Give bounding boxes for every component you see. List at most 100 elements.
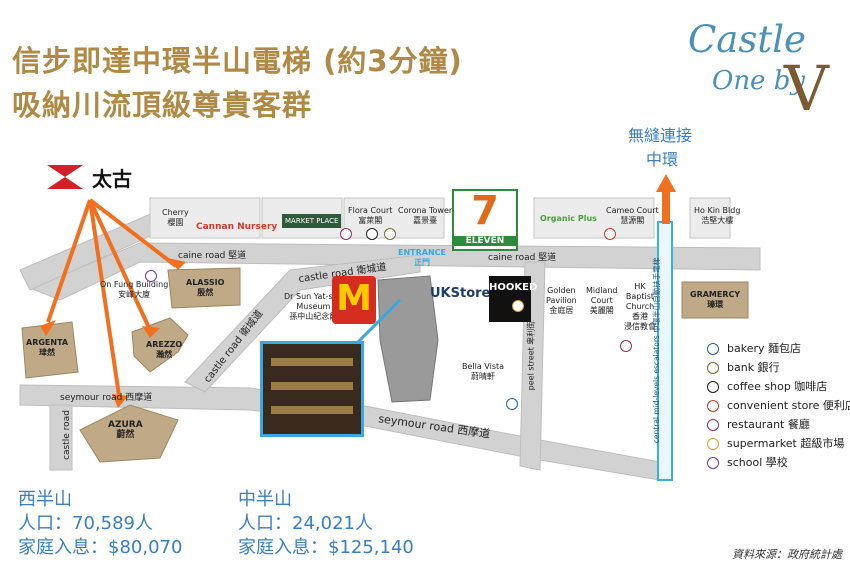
stats-west-title: 西半山 (18, 489, 72, 510)
building-midland-court: Midland Court 美麗閣 (586, 286, 618, 315)
stats-mid-income: 家庭入息：$125,140 (238, 537, 414, 558)
road-caine-right: caine road 堅道 (488, 253, 557, 263)
legend-coffee-label: coffee shop 咖啡店 (727, 380, 828, 393)
building-alassio (167, 267, 241, 309)
building-argenta-label: ARGENTA 珒然 (26, 338, 68, 358)
building-dr-sun: Dr Sun Yat-sen Museum 孫中山紀念館 (284, 292, 343, 321)
castle-road-left (49, 404, 73, 471)
swire-logo-icon (47, 165, 83, 189)
legend-coffee: coffee shop 咖啡店 (707, 378, 827, 396)
shop-flora-court: Flora Court 富萊閣 (348, 206, 393, 225)
seven-eleven-label: ELEVEN (454, 236, 516, 246)
legend-school-label: school 學校 (727, 456, 788, 469)
legend-bakery-label: bakery 麵包店 (727, 342, 801, 355)
school-legend-icon (707, 457, 719, 469)
stats-west-income: 家庭入息：$80,070 (18, 537, 183, 558)
restaurant-icon-2 (620, 340, 632, 352)
alassio-zh: 殷然 (197, 288, 214, 297)
school-icon (145, 270, 157, 282)
stats-mid-title: 中半山 (238, 489, 292, 510)
road-caine-left: caine road 堅道 (178, 251, 247, 261)
building-mall (377, 275, 439, 403)
brand-castle: Castle (688, 18, 806, 61)
shop-market-place: MARKET PLACE (282, 214, 342, 228)
gramercy-zh: 瑧環 (707, 300, 724, 309)
legend-convenient-label: convenient store 便利店 (727, 399, 850, 412)
argenta-zh: 珒然 (39, 348, 56, 357)
convenient-store-icon (604, 228, 616, 240)
alassio-en: ALASSIO (186, 278, 225, 287)
azura-zh: 蔚然 (116, 430, 135, 440)
legend-bakery: bakery 麵包店 (707, 340, 801, 358)
headline-line1: 信步即達中環半山電梯 (約3分鐘) (12, 44, 463, 78)
legend-bank: bank 銀行 (707, 359, 780, 377)
hooked-logo: HOOKED (489, 276, 537, 322)
legend-supermarket: supermarket 超級市場 (707, 435, 844, 453)
supermarket-legend-icon (707, 438, 719, 450)
shop-nursery: Cannan Nursery (196, 222, 278, 232)
argenta-en: ARGENTA (26, 338, 69, 347)
coffee-legend-icon (707, 381, 719, 393)
source-note: 資料來源：政府統計處 (732, 548, 842, 561)
convenient-legend-icon (707, 400, 719, 412)
shop-organic-plus: Organic Plus (540, 214, 597, 223)
entrance-label: ENTRANCE 正門 (398, 248, 446, 267)
building-golden-pavilion: Golden Pavilion 金庭居 (546, 286, 577, 315)
arezzo-en: AREZZO (146, 340, 183, 349)
road-castle-left: castle road (61, 410, 72, 460)
storefront-strip (149, 197, 731, 239)
uk-store-logo: UKStore (430, 286, 491, 301)
arezzo-zh: 瀚然 (156, 350, 173, 359)
arrowheads (40, 258, 186, 408)
restaurant-icon (340, 228, 352, 240)
restaurant-legend-icon (707, 419, 719, 431)
building-azura-label: AZURA 蔚然 (108, 420, 143, 440)
building-argenta (21, 321, 79, 379)
road-peel: peel street 卑利街 (526, 320, 536, 391)
brand-one-by: One by (712, 66, 806, 96)
stats-mid-population: 人口：24,021人 (238, 513, 373, 534)
bank-icon (384, 228, 396, 240)
building-gramercy (681, 281, 749, 319)
building-on-fung: On Fung Building 安峰大廈 (100, 280, 169, 299)
shop-cameo-court: Cameo Court 慧源閣 (606, 206, 659, 225)
swire-label: 太古 (92, 167, 132, 191)
coffee-shop-icon (366, 228, 378, 240)
legend-restaurant-label: restaurant 餐廳 (727, 418, 810, 431)
escalator-up-arrow (656, 174, 676, 224)
building-gramercy-label: GRAMERCY 瑧環 (690, 290, 740, 310)
bank-legend-icon (707, 362, 719, 374)
brand-v: V (784, 52, 829, 125)
legend-restaurant: restaurant 餐廳 (707, 416, 810, 434)
stats-west-population: 人口：70,589人 (18, 513, 153, 534)
brand-logo: Castle One by V (688, 18, 838, 128)
escalator-note-line2: 中環 (646, 150, 679, 169)
legend-school: school 學校 (707, 454, 788, 472)
castle-road-diag (184, 254, 421, 393)
building-arezzo-label: AREZZO 瀚然 (146, 340, 182, 360)
stats-mid: 中半山 人口：24,021人 家庭入息：$125,140 (238, 488, 414, 560)
building-alassio-label: ALASSIO 殷然 (186, 278, 224, 298)
shop-cherry: Cherry 櫻園 (162, 208, 189, 227)
bakery-legend-icon (707, 343, 719, 355)
building-hk-baptist: HK Baptist Church 香港 浸信教會 (624, 282, 656, 331)
building-azura (79, 404, 179, 463)
mcdonalds-logo: M (332, 276, 376, 324)
legend-bank-label: bank 銀行 (727, 361, 780, 374)
seven-digit: 7 (471, 188, 499, 234)
site-photo (260, 341, 364, 437)
gramercy-en: GRAMERCY (690, 290, 741, 299)
escalator-note-line1: 無縫連接 (628, 126, 693, 145)
headline-line2: 吸納川流頂級尊貴客群 (12, 88, 313, 122)
legend-supermarket-label: supermarket 超級市場 (727, 437, 845, 450)
road-seymour-left: seymour road 西摩道 (60, 393, 153, 403)
supermarket-icon (512, 300, 524, 312)
stats-west: 西半山 人口：70,589人 家庭入息：$80,070 (18, 488, 182, 560)
shop-corona-tower: Corona Tower 嘉景臺 (398, 206, 453, 225)
azura-en: AZURA (108, 420, 143, 430)
building-bella-vista: Bella Vista 蔚晴軒 (462, 362, 505, 381)
arrows-from-swire (46, 198, 178, 403)
legend-convenient: convenient store 便利店 (707, 397, 850, 415)
shop-ho-kin: Ho Kin Bldg 浩堅大樓 (694, 206, 741, 225)
